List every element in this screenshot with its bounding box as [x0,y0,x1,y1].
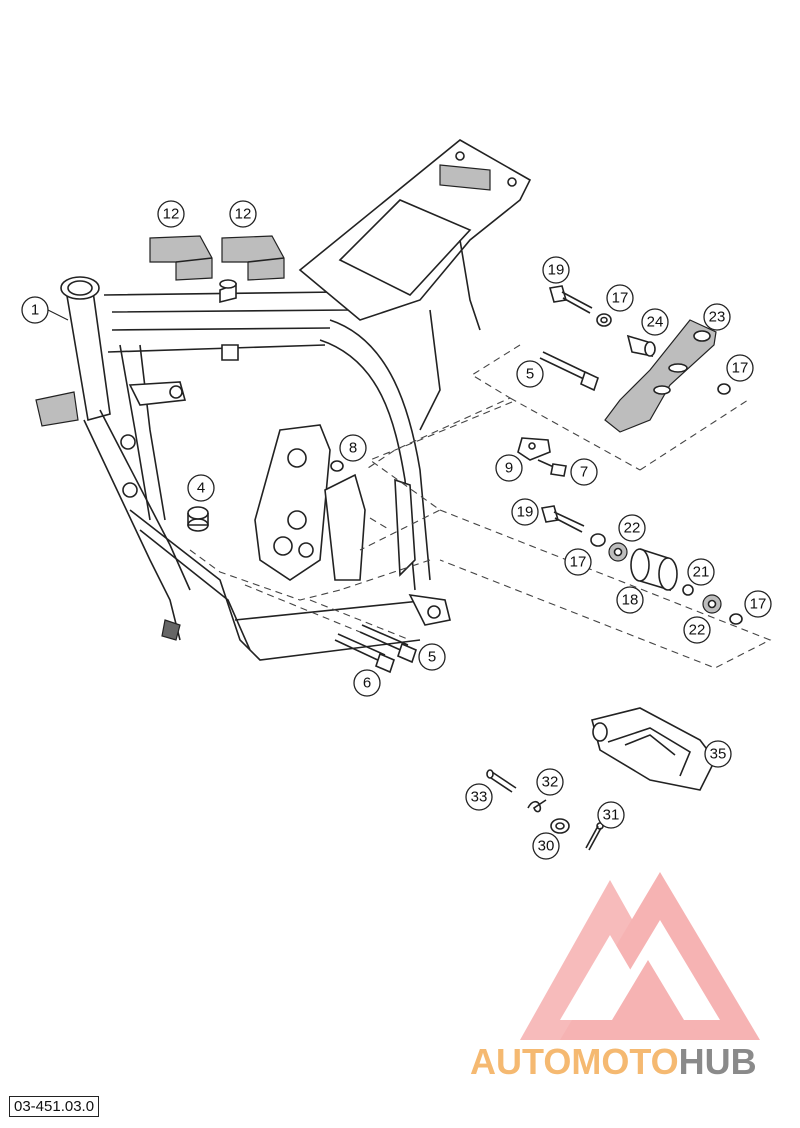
main-frame [35,139,532,661]
svg-text:21: 21 [693,564,710,581]
svg-text:18: 18 [622,592,639,609]
callout-17-lower-a: 17 [564,548,592,576]
footrest-35 [591,707,716,791]
svg-text:1: 1 [31,302,39,319]
callout-6: 6 [353,669,381,697]
nut-part [187,506,209,532]
svg-text:33: 33 [471,789,488,806]
cotter-pin-31 [585,822,604,851]
bushing-22b [702,594,722,614]
assembly-dash-lines [189,344,772,669]
svg-text:24: 24 [647,314,664,331]
lower-bolt-19 [540,505,585,533]
callout-35: 35 [704,740,732,768]
svg-text:30: 30 [538,838,555,855]
upper-washer-17b [717,383,731,395]
spacer-24 [626,334,656,358]
callout-17-upper-b: 17 [726,354,754,382]
bushing-22a [608,542,628,562]
callout-23: 23 [703,303,731,331]
washer-30 [550,818,570,834]
callout-9: 9 [495,454,523,482]
watermark-brand-text: AUTOMOTOHUB [470,1041,757,1083]
pin-33 [486,769,517,793]
callout-7: 7 [570,458,598,486]
callout-32: 32 [536,768,564,796]
brake-lever-23 [604,319,717,433]
svg-text:17: 17 [732,360,749,377]
svg-text:17: 17 [570,554,587,571]
lower-washer-17a [590,533,606,547]
callout-8: 8 [339,434,367,462]
rubber-pad-right [221,235,285,281]
callout-12-left: 12 [157,200,185,228]
upper-bolt-19 [548,285,593,314]
callout-1: 1 [21,296,69,324]
rubber-pad-left [149,235,213,281]
svg-text:12: 12 [163,206,180,223]
watermark-logo [520,872,760,1040]
callout-24: 24 [641,308,669,336]
callout-4: 4 [187,474,215,502]
callout-12-right: 12 [229,200,257,228]
callout-17-upper-a: 17 [606,284,634,312]
svg-text:6: 6 [363,675,371,692]
callout-19-upper: 19 [542,256,570,284]
spring-32 [527,799,547,813]
callout-21: 21 [687,558,715,586]
pin-21 [682,584,694,596]
svg-text:22: 22 [624,520,641,537]
lower-washer-17b [729,613,743,625]
bolt-7 [537,459,567,477]
svg-text:4: 4 [197,480,205,497]
upper-washer-17a [596,313,612,327]
svg-text:12: 12 [235,206,252,223]
svg-text:35: 35 [710,746,727,763]
callout-33: 33 [465,783,493,811]
callout-31: 31 [597,801,625,829]
callout-22-upper: 22 [618,514,646,542]
svg-text:8: 8 [349,440,357,457]
svg-text:32: 32 [542,774,559,791]
callout-19-lower: 19 [511,498,539,526]
watermark-text-automoto: AUTOMOTO [470,1041,679,1082]
diagram-reference-code: 03-451.03.0 [9,1096,100,1117]
callout-5-upper: 5 [516,360,544,388]
svg-text:19: 19 [548,262,565,279]
svg-text:9: 9 [505,460,513,477]
callout-5-lower: 5 [418,643,446,671]
watermark-text-hub: HUB [678,1041,757,1082]
callout-18: 18 [616,586,644,614]
callout-30: 30 [532,832,560,860]
svg-text:22: 22 [689,622,706,639]
bracket-9 [517,437,551,461]
svg-text:23: 23 [709,309,726,326]
svg-text:5: 5 [526,366,534,383]
callout-17-lower-b: 17 [744,590,772,618]
roller-18 [630,548,678,592]
callout-22-lower: 22 [683,616,711,644]
lower-bolt-6 [334,633,395,674]
svg-text:7: 7 [580,464,588,481]
washer-nut-8 [330,460,344,472]
svg-text:17: 17 [750,596,767,613]
svg-text:17: 17 [612,290,629,307]
lower-bolt-5 [359,624,417,664]
svg-text:19: 19 [517,504,534,521]
upper-bolt-5 [539,351,599,392]
svg-text:5: 5 [428,649,436,666]
svg-text:31: 31 [603,807,620,824]
